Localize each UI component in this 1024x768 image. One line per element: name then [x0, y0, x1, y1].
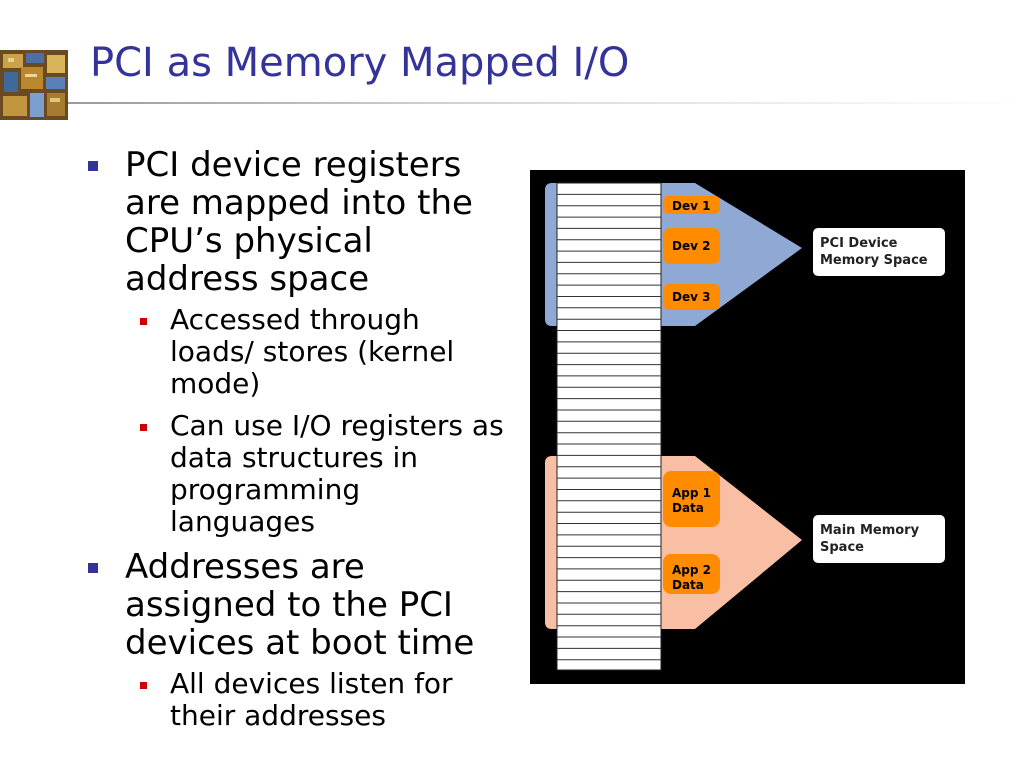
pci-memory-space-label-line1: PCI Device: [820, 236, 898, 251]
bullet-item: Addresses are assigned to the PCI device…: [88, 548, 508, 662]
bullet-text: PCI device registers are mapped into the…: [125, 145, 473, 299]
slide-title: PCI as Memory Mapped I/O: [90, 40, 630, 86]
app2-data-block: [663, 554, 720, 594]
chip-die-icon: [0, 50, 68, 120]
dev1-label: Dev 1: [672, 199, 710, 213]
app2-label: App 2: [672, 563, 711, 577]
square-bullet-icon: [140, 318, 147, 325]
square-bullet-icon: [140, 682, 147, 689]
sub-bullet-text: Accessed through loads/ stores (kernel m…: [170, 303, 455, 400]
main-memory-space-label-line2: Space: [820, 540, 864, 555]
address-column-body: [556, 182, 662, 671]
dev3-label: Dev 3: [672, 290, 710, 304]
app2-data-label: Data: [672, 578, 704, 592]
pci-memory-space-label-line2: Memory Space: [820, 253, 928, 268]
memory-map-diagram: Dev 1 Dev 2 Dev 3 App 1 Data App 2 Data …: [530, 170, 965, 684]
app1-label: App 1: [672, 486, 711, 500]
dev2-block: [663, 228, 720, 264]
dev3-block: [663, 284, 720, 310]
sub-bullet-text: All devices listen for their addresses: [170, 667, 453, 732]
dev1-block: [663, 196, 720, 214]
sub-bullet-item: Can use I/O registers as data structures…: [88, 410, 508, 538]
main-memory-space-label-line1: Main Memory: [820, 523, 920, 538]
bullet-item: PCI device registers are mapped into the…: [88, 146, 508, 298]
square-bullet-icon: [88, 563, 98, 573]
address-column: [556, 182, 662, 671]
bullet-text: Addresses are assigned to the PCI device…: [125, 547, 475, 663]
sub-bullet-item: Accessed through loads/ stores (kernel m…: [88, 304, 508, 400]
pci-memory-space-box: [813, 228, 945, 276]
square-bullet-icon: [140, 424, 147, 431]
title-divider: [68, 102, 1024, 104]
bullet-list: PCI device registers are mapped into the…: [88, 146, 508, 742]
square-bullet-icon: [88, 161, 98, 171]
app1-data-label: Data: [672, 501, 704, 515]
sub-bullet-text: Can use I/O registers as data structures…: [170, 409, 504, 538]
sub-bullet-item: All devices listen for their addresses: [88, 668, 508, 732]
dev2-label: Dev 2: [672, 239, 710, 253]
app1-data-block: [663, 471, 720, 527]
main-memory-space-box: [813, 515, 945, 563]
